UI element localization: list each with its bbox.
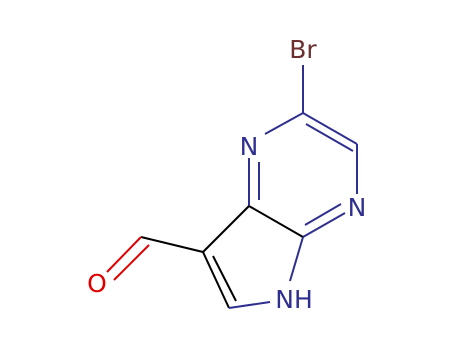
bond-c3-c2-double (212, 255, 237, 302)
bond-cho-o-double (113, 244, 150, 281)
bond-c3a-c3 (202, 205, 250, 253)
atom-label-nh: NH (275, 285, 313, 314)
bond-c3-cho (140, 236, 204, 253)
bond-cbr-ch (302, 112, 358, 145)
bond-cho-o (106, 236, 142, 273)
atom-label-o: O (87, 269, 107, 298)
bond-cbr-ntop (264, 112, 304, 135)
atom-label-n-right: N (348, 193, 367, 222)
atom-labels: Br N N NH O (87, 35, 366, 314)
bond-nh-c7a (289, 236, 304, 282)
bond-c2-nh (228, 301, 271, 309)
bond-nright-c7a (302, 212, 346, 238)
atom-label-br: Br (289, 35, 317, 64)
bonds (106, 65, 358, 309)
atom-label-n-top: N (240, 132, 259, 161)
bond-cbr-ch-double (305, 123, 354, 152)
bond-c3-c2 (202, 251, 230, 309)
bond-c7a-c3a (248, 205, 304, 238)
bond-nright-c7a-double (304, 203, 342, 226)
